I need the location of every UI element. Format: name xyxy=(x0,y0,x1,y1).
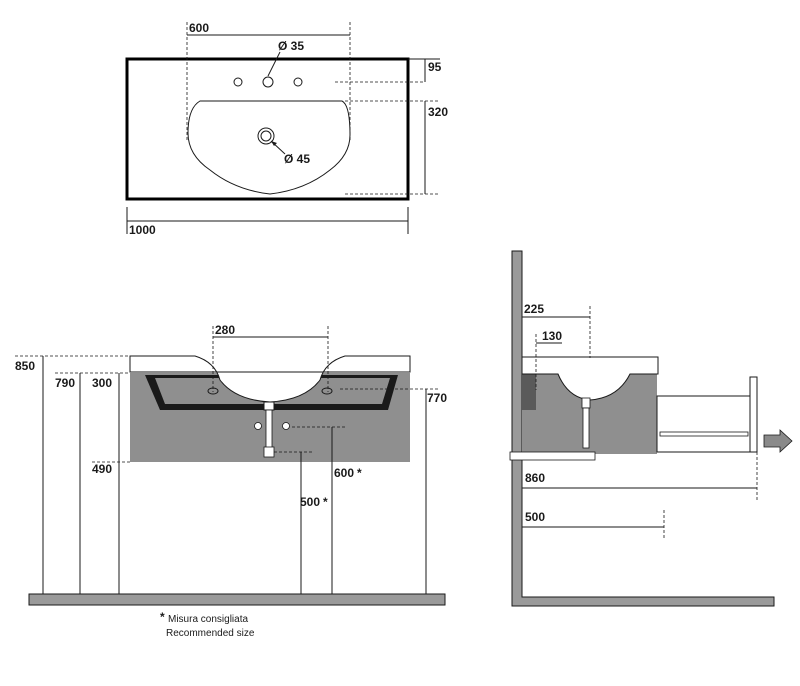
label-850: 850 xyxy=(15,359,35,373)
drawer-open xyxy=(656,395,751,453)
front-view: 280 850 790 300 490 770 600 * 500 * * Mi… xyxy=(15,323,447,639)
leader-hole xyxy=(267,51,281,77)
drain-inner xyxy=(260,130,272,142)
label-500-side: 500 xyxy=(525,510,545,524)
label-770: 770 xyxy=(427,391,447,405)
valve-b-icon xyxy=(282,422,290,430)
label-600: 600 xyxy=(189,21,209,35)
side-drain-horizontal xyxy=(509,451,596,461)
label-130: 130 xyxy=(542,329,562,343)
tap-hole-right xyxy=(293,77,303,87)
label-1000: 1000 xyxy=(129,223,156,237)
footnote-it: Misura consigliata xyxy=(168,614,248,625)
side-drain-pipe xyxy=(582,407,590,449)
drawer-arrow-icon xyxy=(763,429,793,453)
drain-bottom xyxy=(263,446,275,458)
label-600-front: 600 xyxy=(334,466,354,480)
label-860: 860 xyxy=(525,471,545,485)
wall-and-floor xyxy=(511,250,775,607)
drawer-rail xyxy=(659,431,749,437)
side-drain-fitting xyxy=(581,397,591,409)
side-view: 225 130 860 500 xyxy=(509,250,793,607)
footnote-star: * xyxy=(160,610,165,624)
floor xyxy=(28,593,446,606)
drain-outer xyxy=(257,127,275,145)
valve-a-icon xyxy=(254,422,262,430)
label-drain-diameter: Ø 45 xyxy=(284,152,310,166)
side-bracket xyxy=(522,374,536,410)
label-225: 225 xyxy=(524,302,544,316)
drawer-front xyxy=(749,376,758,453)
label-hole-diameter: Ø 35 xyxy=(278,39,304,53)
footnote-en: Recommended size xyxy=(166,628,255,639)
label-790: 790 xyxy=(55,376,75,390)
tap-hole-center xyxy=(262,76,274,88)
tap-hole-left xyxy=(233,77,243,87)
label-300: 300 xyxy=(92,376,112,390)
label-490: 490 xyxy=(92,462,112,476)
star-500: * xyxy=(323,495,328,509)
basin-bowl xyxy=(187,100,351,195)
overflow-right xyxy=(321,387,333,395)
top-view: 600 Ø 35 Ø 45 95 320 1000 xyxy=(125,21,448,237)
top-view-outline xyxy=(125,57,410,201)
label-280: 280 xyxy=(215,323,235,337)
leader-drain-arrow xyxy=(271,141,277,146)
label-95: 95 xyxy=(428,60,442,74)
label-320: 320 xyxy=(428,105,448,119)
star-600: * xyxy=(357,466,362,480)
drain-fitting xyxy=(263,401,275,411)
label-500-front: 500 xyxy=(300,495,320,509)
